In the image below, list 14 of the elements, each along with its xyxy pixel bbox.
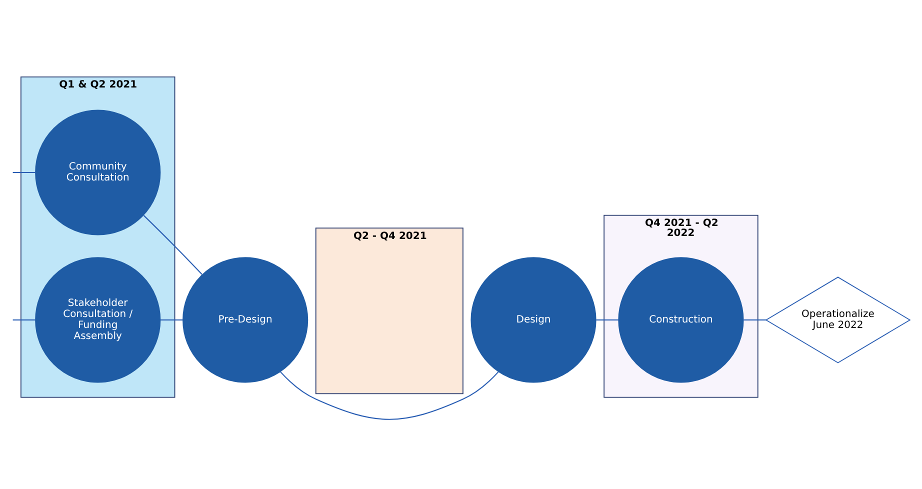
node-circle: Pre-Design bbox=[182, 257, 308, 383]
connector bbox=[744, 319, 766, 320]
connector bbox=[12, 172, 36, 174]
node-circle: Design bbox=[470, 257, 596, 383]
node-diamond: Operationalize June 2022 bbox=[765, 276, 911, 364]
connector bbox=[12, 319, 36, 320]
node-circle: Construction bbox=[618, 257, 744, 383]
node-box: Q2 - Q4 2021 bbox=[315, 228, 464, 394]
connector bbox=[280, 371, 499, 420]
connector bbox=[596, 319, 618, 320]
node-circle: Stakeholder Consultation / Funding Assembly bbox=[35, 257, 161, 383]
node-circle: Community Consultation bbox=[35, 110, 161, 236]
connector bbox=[160, 319, 183, 320]
connector bbox=[143, 215, 202, 275]
